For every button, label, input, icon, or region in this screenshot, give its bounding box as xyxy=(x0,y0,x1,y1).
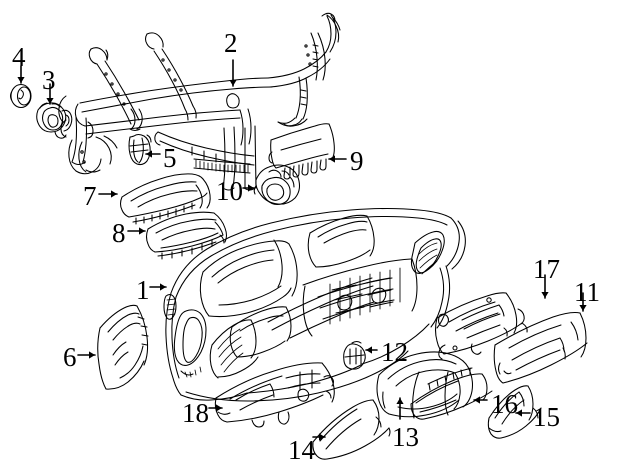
part-4-seal-ring xyxy=(9,83,32,109)
part-17-glove-box-frame xyxy=(434,292,528,360)
part-5-mounting-clip xyxy=(128,133,152,166)
part-7-upper-trim-cover xyxy=(119,173,211,225)
part-3-grommet xyxy=(36,102,73,139)
part-6-left-end-cap xyxy=(97,304,149,390)
callout-12[interactable]: 12 xyxy=(381,337,408,367)
part-15-lower-knee-trim xyxy=(487,385,542,439)
callout-16[interactable]: 16 xyxy=(491,389,518,419)
callout-9[interactable]: 9 xyxy=(350,146,364,176)
part-18-storage-tray xyxy=(214,362,335,428)
part-10-switch-bezel xyxy=(253,164,301,206)
callout-18[interactable]: 18 xyxy=(182,398,209,428)
callout-3[interactable]: 3 xyxy=(42,65,56,95)
part-12-retaining-bracket xyxy=(343,340,366,370)
part-16-molding-strip xyxy=(410,367,493,420)
callout-5[interactable]: 5 xyxy=(163,143,177,173)
callout-4[interactable]: 4 xyxy=(12,42,26,72)
part-9-defroster-panel xyxy=(268,123,335,180)
part-11-trim-strip xyxy=(493,311,588,384)
callout-2[interactable]: 2 xyxy=(224,28,238,58)
leader-arrows xyxy=(17,59,587,441)
callout-15[interactable]: 15 xyxy=(533,402,560,432)
part-8-speaker-grille-cover xyxy=(145,211,228,260)
callout-7[interactable]: 7 xyxy=(83,181,97,211)
callout-1[interactable]: 1 xyxy=(136,275,150,305)
part-2-crossbeam-assembly xyxy=(58,12,341,191)
callout-10[interactable]: 10 xyxy=(216,176,243,206)
callout-17[interactable]: 17 xyxy=(533,254,560,284)
callout-8[interactable]: 8 xyxy=(112,218,126,248)
callout-6[interactable]: 6 xyxy=(63,342,77,372)
callout-13[interactable]: 13 xyxy=(392,422,419,452)
callout-14[interactable]: 14 xyxy=(288,435,315,465)
callout-11[interactable]: 11 xyxy=(574,277,600,307)
part-14-glove-box-lid xyxy=(312,399,391,460)
